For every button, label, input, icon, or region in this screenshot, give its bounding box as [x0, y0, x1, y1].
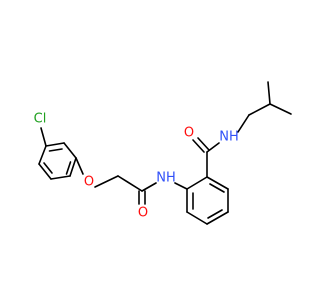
- chlorine-label: Cl: [34, 112, 47, 127]
- bond-co2-double-2: [197, 137, 210, 151]
- bond: [206, 176, 229, 190]
- bond-co2-double-1: [192, 139, 205, 153]
- bond-n-ch2: [237, 114, 250, 133]
- bond-co2-n: [206, 142, 220, 153]
- bond: [186, 211, 208, 225]
- bond: [48, 148, 63, 152]
- bond: [45, 142, 65, 147]
- molecule-structure: Cl O O NH O NH: [34, 81, 292, 225]
- bond-c-o: [75, 157, 84, 175]
- bond-o-ch2: [94, 175, 119, 188]
- benzamide-ring: [186, 176, 229, 225]
- bond-co-n: [141, 182, 157, 192]
- bond-ch-ch3-a: [267, 81, 271, 105]
- bond-ch-ch3-b: [269, 103, 292, 115]
- bond: [50, 175, 71, 180]
- bond: [65, 161, 72, 175]
- bond: [43, 162, 53, 174]
- bond: [38, 163, 52, 180]
- amide1-nh-label: NH: [156, 171, 176, 186]
- bond-ch2-ch: [248, 103, 271, 116]
- amide2-oxygen-label: O: [184, 126, 194, 141]
- bond: [209, 183, 225, 193]
- bond-ch2-co: [117, 175, 143, 192]
- bond: [63, 142, 77, 159]
- bond: [38, 145, 47, 165]
- bond-n-aryl: [174, 182, 188, 190]
- amide1-oxygen-label: O: [138, 206, 148, 221]
- bond: [206, 211, 229, 225]
- amide2-nh-label: NH: [219, 130, 239, 145]
- bond-c-cl: [40, 127, 47, 147]
- ether-oxygen-label: O: [84, 175, 94, 190]
- bond: [207, 209, 223, 219]
- structure-canvas: Cl O O NH O NH: [34, 81, 292, 225]
- chlorophenyl-ring: [38, 142, 77, 180]
- bond: [69, 157, 77, 177]
- bond: [186, 176, 208, 190]
